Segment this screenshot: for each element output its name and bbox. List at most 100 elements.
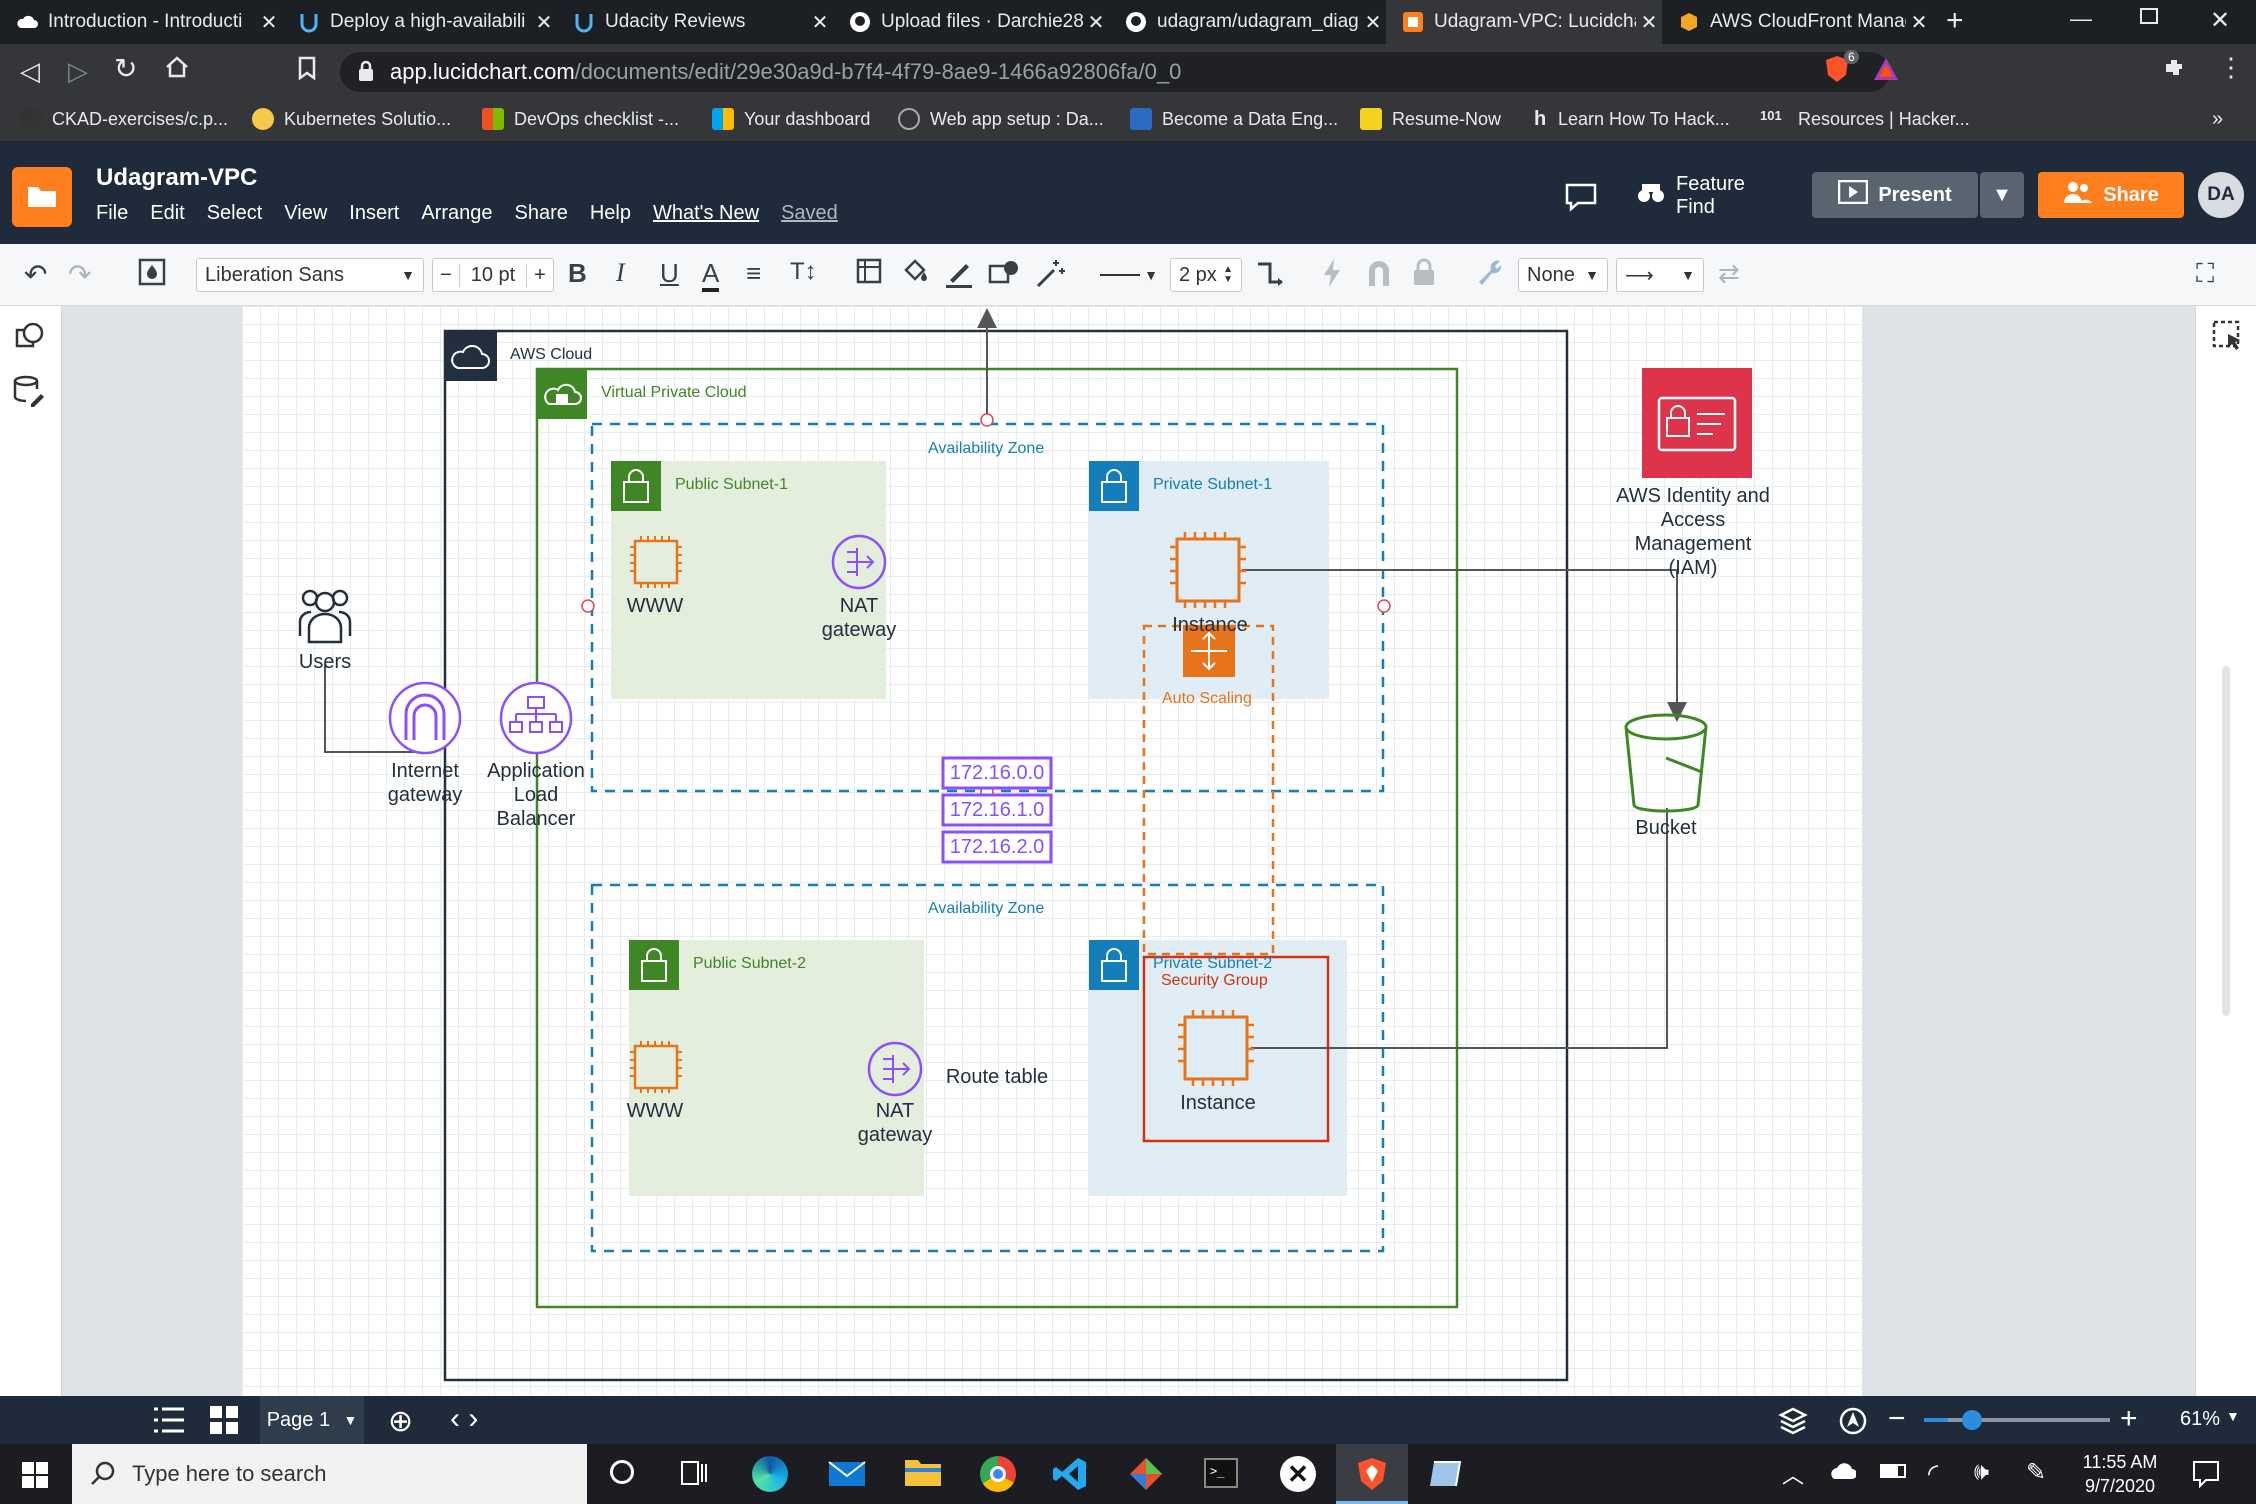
back-icon[interactable]: ◁ bbox=[20, 56, 40, 86]
close-tab-icon[interactable]: ✕ bbox=[1910, 11, 1928, 34]
wifi-icon[interactable]: ◜ bbox=[1928, 1458, 1939, 1488]
app-window-icon[interactable] bbox=[1428, 1456, 1464, 1497]
font-family-select[interactable]: Liberation Sans▼ bbox=[196, 258, 424, 292]
bookmark-item[interactable]: Your dashboard bbox=[712, 108, 870, 130]
close-tab-icon[interactable]: ✕ bbox=[1364, 11, 1382, 34]
menu-edit[interactable]: Edit bbox=[150, 202, 185, 224]
brave-shields-icon[interactable] bbox=[1822, 54, 1852, 89]
wrench-icon[interactable] bbox=[1476, 258, 1504, 286]
lock-icon[interactable] bbox=[1412, 258, 1436, 286]
page-nav-icon[interactable]: ‹ › bbox=[450, 1402, 479, 1435]
line-width-select[interactable]: 2 px▲▼ bbox=[1170, 258, 1242, 292]
reload-icon[interactable]: ↻ bbox=[114, 53, 138, 84]
tray-expand-icon[interactable]: ︿ bbox=[1782, 1463, 1805, 1488]
close-tab-icon[interactable]: ✕ bbox=[535, 11, 553, 34]
close-tab-icon[interactable]: ✕ bbox=[1640, 11, 1658, 34]
restore-button[interactable] bbox=[2140, 8, 2158, 24]
bookmark-item[interactable]: Kubernetes Solutio... bbox=[252, 108, 451, 130]
windows-start-icon[interactable] bbox=[22, 1462, 48, 1493]
cortana-icon[interactable] bbox=[610, 1460, 634, 1484]
battery-icon[interactable] bbox=[1880, 1464, 1906, 1478]
vpc-group[interactable] bbox=[535, 367, 1459, 1309]
add-page-icon[interactable]: ⊕ bbox=[388, 1405, 414, 1438]
share-button[interactable]: Share bbox=[2038, 172, 2184, 218]
aws-cloud-group[interactable] bbox=[443, 329, 1569, 1382]
menu-arrange[interactable]: Arrange bbox=[421, 202, 493, 224]
avatar[interactable]: DA bbox=[2198, 172, 2244, 218]
document-title[interactable]: Udagram-VPC bbox=[96, 164, 258, 191]
terminal-icon[interactable]: >_ bbox=[1204, 1458, 1238, 1488]
browser-menu-icon[interactable]: ⋮ bbox=[2218, 52, 2244, 82]
zoom-in-icon[interactable]: + bbox=[2120, 1402, 2138, 1435]
notifications-icon[interactable] bbox=[2192, 1460, 2220, 1493]
align-icon[interactable]: ≡ bbox=[746, 258, 762, 288]
minimize-button[interactable]: — bbox=[2070, 6, 2092, 31]
availability-zone-2[interactable] bbox=[590, 883, 1385, 1253]
taskbar-search-input[interactable]: Type here to search bbox=[72, 1444, 587, 1504]
lucidchart-logo-icon[interactable] bbox=[12, 167, 72, 227]
zoom-slider[interactable] bbox=[1924, 1418, 2110, 1422]
home-icon[interactable] bbox=[164, 54, 190, 85]
page-grid-icon[interactable] bbox=[210, 1406, 238, 1439]
auto-scaling-group[interactable] bbox=[1142, 624, 1275, 956]
font-size-stepper[interactable]: −10 pt+ bbox=[432, 258, 554, 292]
url-bar[interactable]: app.lucidchart.com/documents/edit/29e30a… bbox=[340, 52, 1890, 92]
browser-tab[interactable]: AWS CloudFront Manag ✕ bbox=[1662, 0, 1932, 44]
browser-tab[interactable]: udagram/udagram_diag ✕ bbox=[1109, 0, 1386, 44]
file-explorer-icon[interactable] bbox=[904, 1456, 942, 1493]
decrease-font-button[interactable]: − bbox=[440, 263, 452, 286]
data-panel-icon[interactable] bbox=[12, 374, 46, 413]
layers-icon[interactable] bbox=[1778, 1406, 1808, 1441]
select-tool-icon[interactable] bbox=[2212, 320, 2244, 357]
present-button[interactable]: Present bbox=[1812, 172, 1978, 218]
shape-options-icon[interactable] bbox=[988, 258, 1020, 288]
menu-view[interactable]: View bbox=[284, 202, 328, 224]
close-window-button[interactable]: ✕ bbox=[2210, 7, 2231, 34]
git-client-icon[interactable] bbox=[1128, 1456, 1164, 1497]
present-dropdown-icon[interactable]: ▼ bbox=[1980, 172, 2024, 218]
browser-tab[interactable]: Udacity Reviews ✕ bbox=[557, 0, 833, 44]
redo-icon[interactable]: ↷ bbox=[68, 259, 92, 290]
menu-share[interactable]: Share bbox=[514, 202, 568, 224]
italic-icon[interactable]: I bbox=[616, 258, 625, 287]
line-color-icon[interactable] bbox=[944, 258, 974, 288]
extensions-icon[interactable] bbox=[2162, 56, 2186, 85]
saved-status[interactable]: Saved bbox=[781, 202, 838, 224]
browser-tab[interactable]: Introduction - Introducti ✕ bbox=[0, 0, 282, 44]
more-bookmarks-icon[interactable]: » bbox=[2212, 108, 2224, 130]
magic-wand-icon[interactable] bbox=[1034, 258, 1066, 290]
feature-find-button[interactable]: Feature Find bbox=[1636, 173, 1786, 218]
bookmark-item[interactable]: Web app setup : Da... bbox=[898, 108, 1104, 130]
page-list-icon[interactable] bbox=[154, 1406, 184, 1439]
vscode-icon[interactable] bbox=[1052, 1456, 1088, 1497]
line-style-select[interactable]: ▼ bbox=[1092, 258, 1166, 292]
zoom-slider-handle[interactable] bbox=[1962, 1410, 1982, 1430]
bold-icon[interactable]: B bbox=[568, 258, 587, 288]
chrome-icon[interactable] bbox=[980, 1456, 1016, 1492]
browser-tab[interactable]: Deploy a high-availabili ✕ bbox=[282, 0, 557, 44]
task-view-icon[interactable] bbox=[680, 1460, 708, 1491]
underline-icon[interactable]: U bbox=[660, 258, 679, 288]
bookmark-item[interactable]: DevOps checklist -... bbox=[482, 108, 679, 130]
vertical-scrollbar[interactable] bbox=[2222, 666, 2230, 1016]
zoom-level[interactable]: 61%▼ bbox=[2180, 1408, 2240, 1430]
fullscreen-icon[interactable]: ⛶ bbox=[2196, 258, 2215, 288]
mail-icon[interactable] bbox=[828, 1458, 866, 1493]
brave-rewards-icon[interactable] bbox=[1872, 56, 1900, 87]
pen-icon[interactable]: ✎ bbox=[2026, 1459, 2047, 1486]
line-routing-icon[interactable] bbox=[1256, 258, 1286, 288]
connection-point[interactable] bbox=[581, 599, 595, 613]
route-table-icon[interactable] bbox=[941, 756, 1053, 864]
bookmark-icon[interactable] bbox=[298, 56, 316, 85]
magnet-icon[interactable] bbox=[1366, 258, 1392, 286]
fill-color-icon[interactable] bbox=[900, 258, 930, 288]
text-options-icon[interactable]: T↕ bbox=[790, 258, 817, 285]
page-tab[interactable]: Page 1▼ bbox=[260, 1396, 364, 1444]
menu-whats-new[interactable]: What's New bbox=[653, 202, 760, 224]
arrow-start-select[interactable]: None▼ bbox=[1518, 258, 1608, 292]
bookmark-item[interactable]: Resume-Now bbox=[1360, 108, 1501, 130]
bookmark-item[interactable]: Become a Data Eng... bbox=[1130, 108, 1338, 130]
